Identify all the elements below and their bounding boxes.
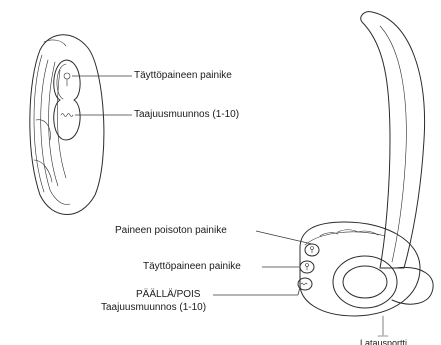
device-button-1 <box>305 244 319 256</box>
leader-power-tick <box>298 287 300 295</box>
device-button-2 <box>300 261 314 273</box>
keyhole-icon <box>64 73 70 86</box>
label-device-inflate-button: Täyttöpaineen painike <box>143 261 241 273</box>
label-remote-inflate-button: Täyttöpaineen painike <box>134 70 232 82</box>
label-charging-port: Latausportti <box>360 338 407 345</box>
label-pressure-release-button: Paineen poisoton painike <box>115 225 227 237</box>
wave-icon <box>61 114 73 117</box>
label-remote-frequency: Taajuusmuunnos (1-10) <box>134 109 239 121</box>
label-device-frequency: Taajuusmuunnos (1-10) <box>101 302 206 314</box>
remote-control <box>30 35 104 215</box>
label-power-onoff: PÄÄLLÄ/POIS <box>136 289 200 301</box>
device-body <box>300 12 433 336</box>
leader-pressure-release <box>256 231 312 244</box>
